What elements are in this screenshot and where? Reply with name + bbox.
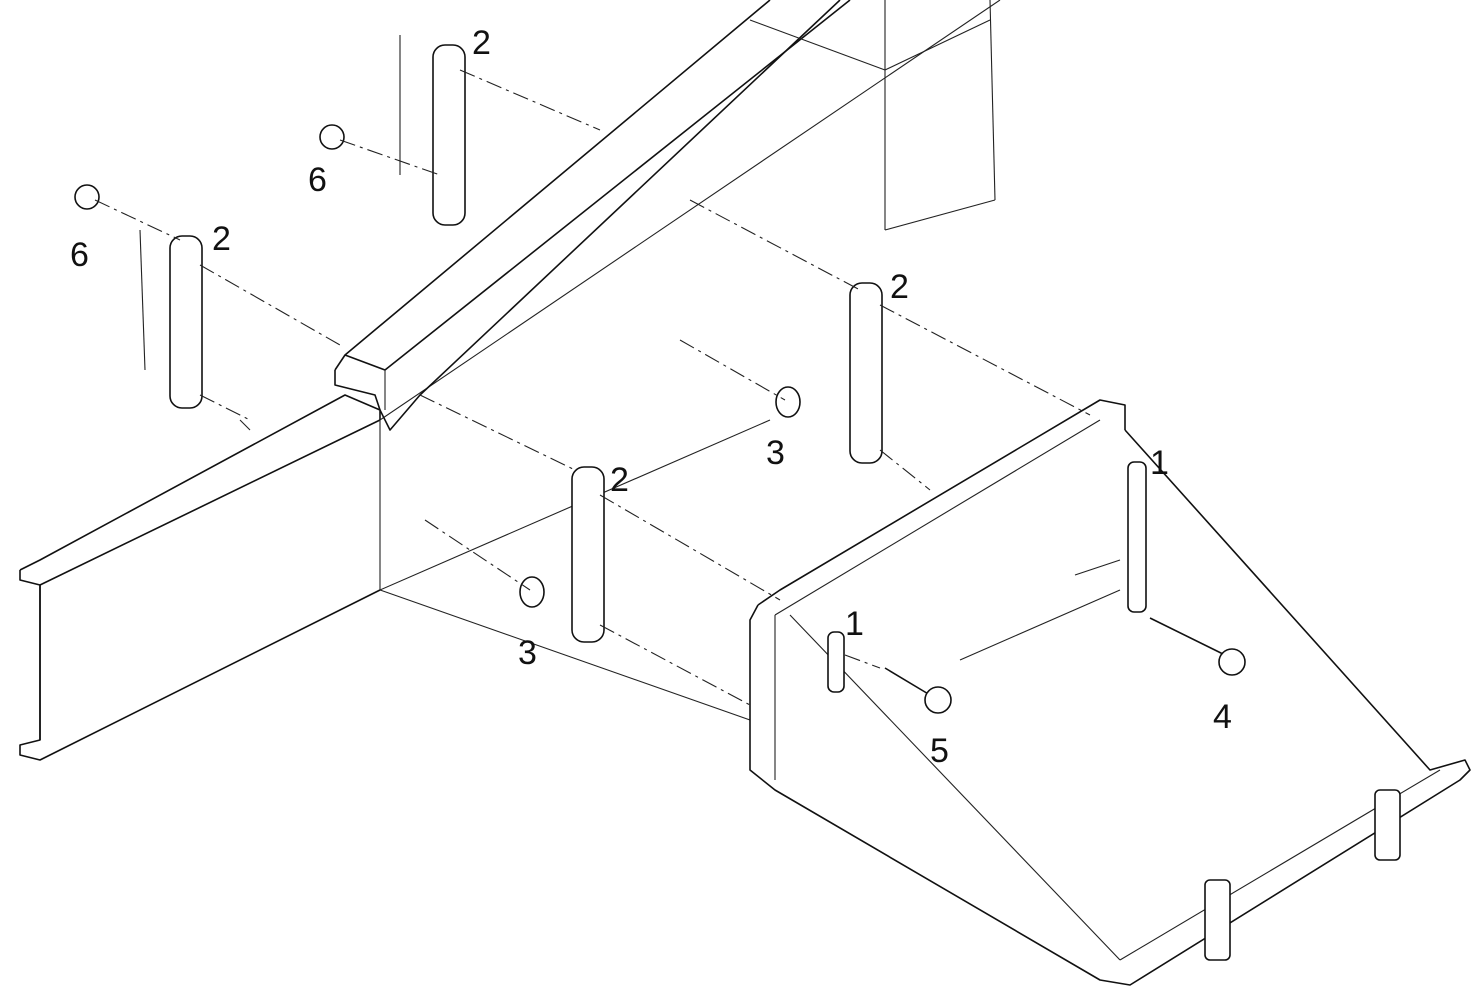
bracket-center [571, 466, 605, 643]
callout-3: 3 [518, 634, 537, 672]
callout-6: 6 [308, 161, 327, 199]
bolt-5 [884, 667, 952, 714]
callout-2: 2 [212, 220, 231, 258]
plate-1-right [1127, 461, 1147, 613]
bracket-right [849, 282, 883, 464]
callout-3: 3 [766, 434, 785, 472]
callout-2: 2 [472, 24, 491, 62]
washer-3-center [519, 576, 545, 608]
callout-1: 1 [1150, 444, 1169, 482]
plate-1-left [827, 631, 845, 693]
callout-4: 4 [1213, 698, 1232, 736]
callout-2: 2 [890, 268, 909, 306]
hold-down-clamp [1204, 879, 1231, 961]
callout-6: 6 [70, 236, 89, 274]
mounting-brackets [139, 35, 883, 643]
nut-6-left [74, 184, 100, 210]
hold-down-clamp [1374, 789, 1401, 861]
callout-5: 5 [930, 732, 949, 770]
battery-tray [749, 399, 1471, 986]
assembly-centerlines [94, 69, 1091, 706]
callout-2: 2 [610, 461, 629, 499]
cross-member [334, 0, 996, 431]
fasteners [74, 124, 801, 608]
bolt-4 [1149, 617, 1246, 676]
washer-3-right [775, 386, 801, 418]
nut-6-upper [319, 124, 345, 150]
callout-1: 1 [845, 605, 864, 643]
bracket-left [139, 229, 203, 409]
bracket-upper [399, 35, 466, 226]
